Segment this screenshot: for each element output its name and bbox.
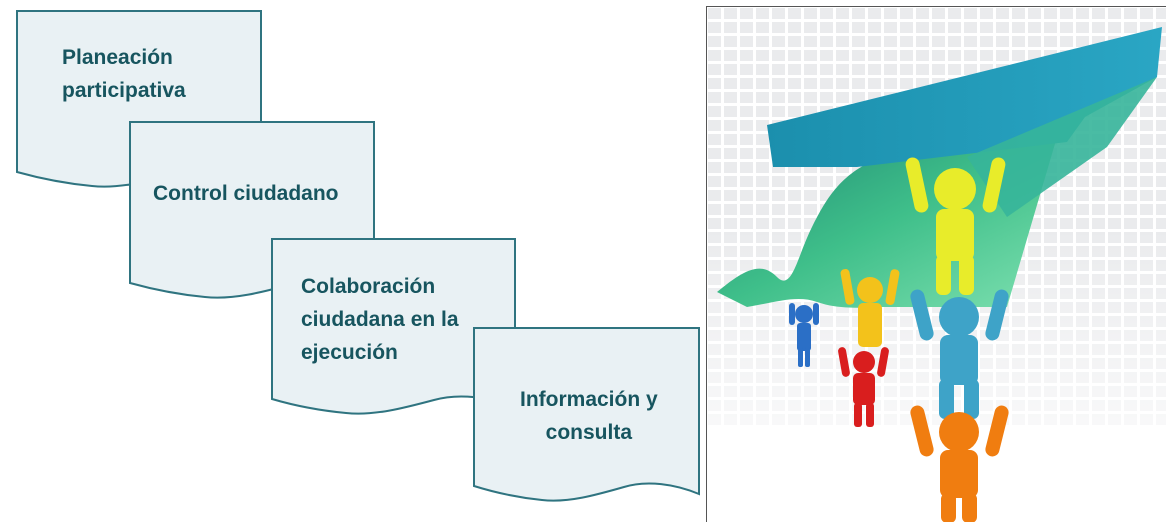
person-gold-icon: [840, 269, 900, 347]
step-4-label: Información y consulta: [520, 383, 658, 449]
step-3-line-2: ciudadana en la: [301, 308, 459, 331]
person-yellow-icon: [905, 157, 1006, 295]
teamwork-illustration: [706, 6, 1166, 522]
step-1-label: Planeación participativa: [62, 41, 186, 107]
step-3-label: Colaboración ciudadana en la ejecución: [301, 270, 459, 369]
arrow-head: [967, 77, 1157, 217]
step-1-line-2: participativa: [62, 79, 186, 102]
person-orange-icon: [910, 405, 1009, 522]
teamwork-people-lifting-arrow-icon: [707, 7, 1166, 522]
person-blue-icon: [789, 303, 819, 367]
step-2-line-1: Control ciudadano: [153, 182, 339, 205]
step-4-document-shape: [473, 327, 700, 502]
person-red-icon: [838, 347, 889, 427]
step-3-line-1: Colaboración: [301, 275, 436, 298]
step-1-line-1: Planeación: [62, 46, 173, 69]
step-4-line-1: Información y: [520, 388, 658, 411]
person-lightblue-icon: [910, 289, 1009, 419]
step-4-line-2: consulta: [545, 421, 633, 444]
step-3-line-3: ejecución: [301, 341, 398, 364]
step-2-label: Control ciudadano: [153, 177, 339, 210]
